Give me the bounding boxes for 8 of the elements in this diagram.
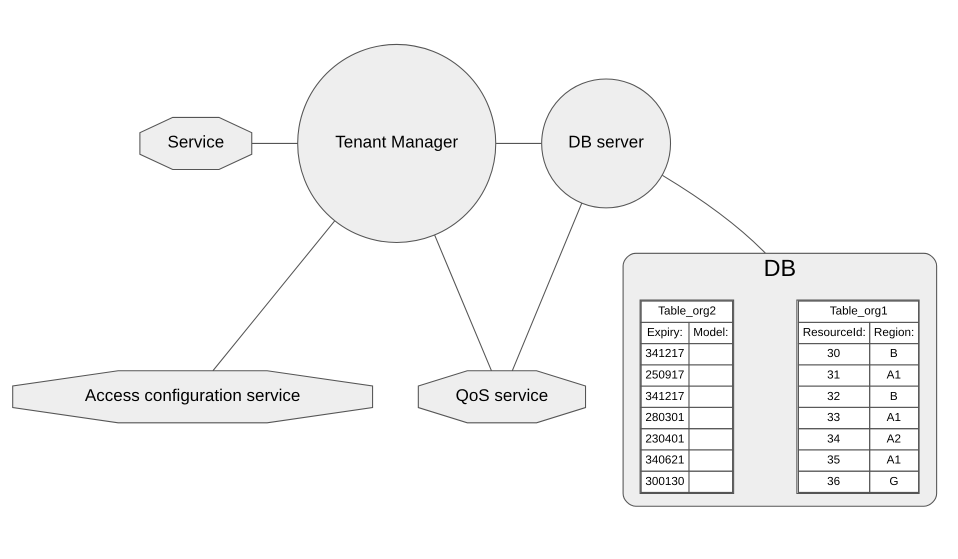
connector bbox=[662, 175, 766, 254]
connector bbox=[512, 203, 582, 371]
connector bbox=[496, 142, 542, 144]
connector bbox=[252, 142, 298, 144]
node-circle: Tenant Manager bbox=[297, 44, 496, 244]
node-circle: DB server bbox=[541, 78, 672, 208]
connector bbox=[434, 235, 492, 371]
connector bbox=[212, 220, 336, 371]
